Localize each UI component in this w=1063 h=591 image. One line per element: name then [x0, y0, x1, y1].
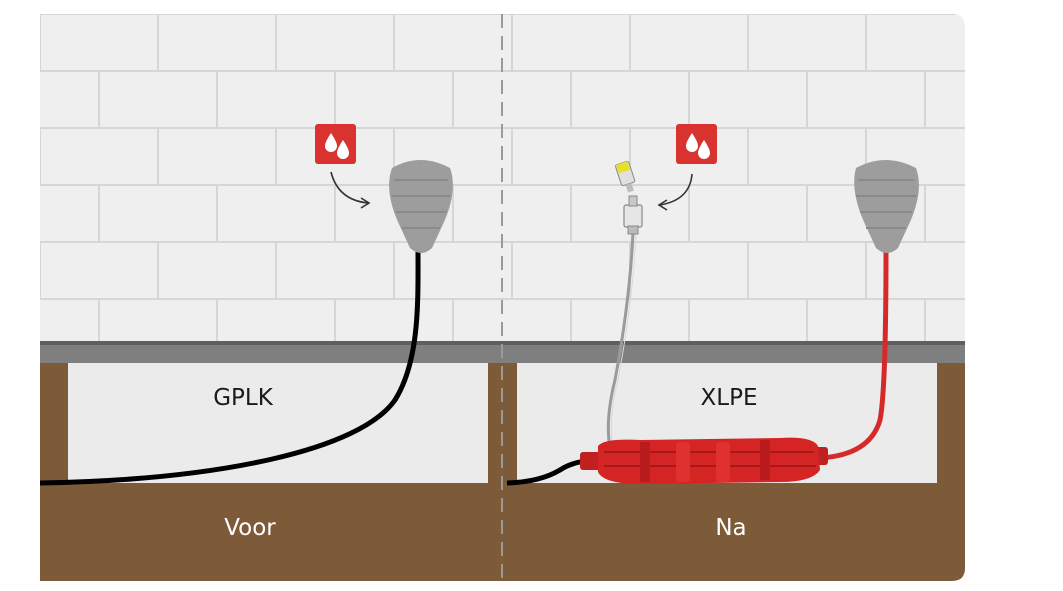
cable-termination-right [854, 160, 919, 253]
label-xlpe: XLPE [701, 385, 758, 411]
label-voor: Voor [224, 515, 276, 541]
oil-fitting [615, 160, 643, 235]
label-na: Na [715, 515, 746, 541]
red-cable-joint [580, 437, 828, 484]
oil-hose [606, 231, 635, 449]
oil-drops-icon [676, 124, 717, 164]
arrow-icon [330, 171, 369, 204]
arrow-icon [659, 173, 693, 206]
trench-left [68, 363, 488, 483]
cable-termination-left [389, 160, 453, 253]
oil-drops-icon [315, 124, 356, 164]
gplk-cable [39, 249, 421, 486]
label-gplk: GPLK [213, 385, 274, 411]
xlpe-cable [819, 249, 889, 461]
